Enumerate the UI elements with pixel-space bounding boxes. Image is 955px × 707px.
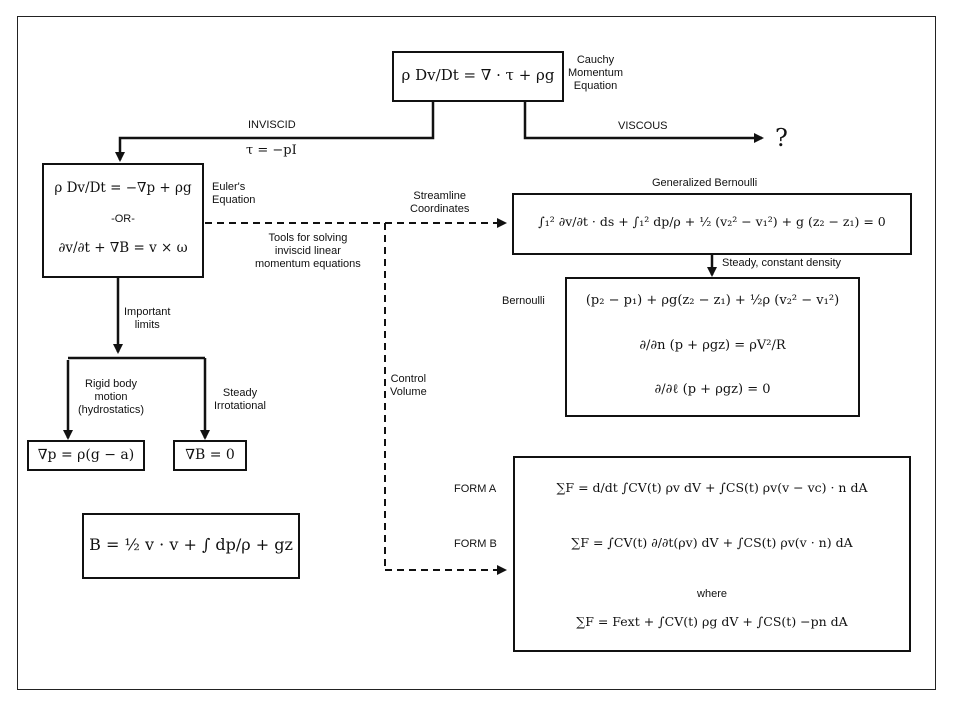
irrotational-equation: ∇B = 0 (185, 447, 235, 463)
cauchy-equation: ρ Dv/Dt = ∇ · τ + ρg (401, 66, 555, 84)
where-equation: ∑F = Fext + ∫CV(t) ρg dV + ∫CS(t) −pn dA (576, 614, 848, 629)
inviscid-label: INVISCID (248, 119, 296, 131)
cauchy-label: Cauchy Momentum Equation (568, 54, 624, 92)
cauchy-equation-box (392, 51, 564, 102)
hydrostatics-box (27, 440, 145, 471)
euler-label: Euler's Equation (212, 181, 256, 206)
euler-equation-1: ρ Dv/Dt = −∇p + ρg (54, 180, 192, 196)
form-b-label: FORM B (454, 538, 497, 550)
bernoulli-label: Bernoulli (502, 295, 545, 307)
rigid-body-label: Rigid body motion (hydrostatics) (78, 378, 145, 416)
control-volume-box (513, 456, 911, 652)
viscous-label: VISCOUS (618, 120, 668, 132)
generalized-bernoulli-label: Generalized Bernoulli (652, 177, 758, 189)
form-b-equation: ∑F = ∫CV(t) ∂/∂t(ρv) dV + ∫CS(t) ρv(v · … (571, 535, 853, 550)
generalized-bernoulli-box (512, 193, 912, 255)
b-definition-equation: B = ½ v · v + ∫ dp/ρ + gz (89, 535, 293, 554)
b-definition-box (82, 513, 300, 579)
control-volume-label: Control Volume (390, 373, 427, 398)
euler-equation-box (42, 163, 204, 278)
viscous-arrow (523, 102, 764, 143)
streamline-label: Streamline Coordinates (410, 190, 470, 215)
bernoulli-box (565, 277, 860, 417)
or-label: -OR- (111, 213, 135, 225)
where-label: where (697, 588, 727, 600)
question-mark: ? (775, 124, 788, 152)
form-a-label: FORM A (454, 483, 497, 495)
bernoulli-equation-2: ∂/∂n (p + ρgz) = ρV²/R (639, 338, 786, 353)
generalized-bernoulli-equation: ∫₁² ∂v/∂t · ds + ∫₁² dp/ρ + ½ (v₂² − v₁²… (538, 214, 886, 229)
diagram-frame (17, 16, 936, 690)
bernoulli-equation-1: (p₂ − p₁) + ρg(z₂ − z₁) + ½ρ (v₂² − v₁²) (585, 293, 840, 308)
bernoulli-equation-3: ∂/∂ℓ (p + ρgz) = 0 (654, 382, 771, 397)
form-a-equation: ∑F = d/dt ∫CV(t) ρv dV + ∫CS(t) ρv(v − v… (556, 480, 868, 495)
important-limits-label: Important limits (124, 306, 171, 331)
hydrostatics-equation: ∇p = ρ(g − a) (37, 447, 135, 463)
steady-irrotational-label: Steady Irrotational (214, 387, 266, 412)
irrotational-box (173, 440, 247, 471)
inviscid-arrow (115, 102, 435, 162)
tools-label: Tools for solving inviscid linear moment… (255, 232, 361, 270)
euler-equation-2: ∂v/∂t + ∇B = v × ω (58, 240, 188, 256)
tau-equation: τ = −pI (246, 143, 297, 158)
steady-constant-label: Steady, constant density (722, 257, 842, 269)
